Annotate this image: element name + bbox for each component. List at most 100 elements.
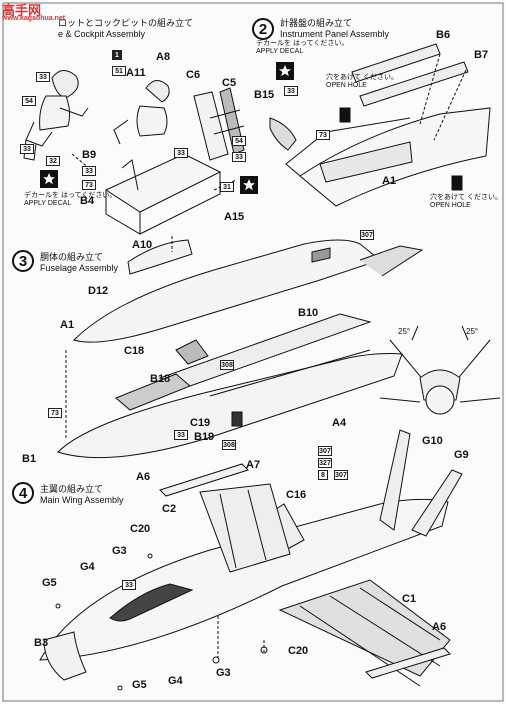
color-code-33-h: 33: [122, 580, 136, 590]
pilot-figure-drawing: [23, 70, 89, 161]
open-hole-en-2: OPEN HOLE: [430, 202, 471, 209]
canopy-part-drawing: [127, 239, 193, 275]
part-label-b19: B19: [194, 431, 215, 443]
color-code-307-b: 307: [318, 446, 332, 456]
part-label-a10: A10: [132, 239, 153, 251]
step-1-title-jp: ロットとコックピットの組み立て: [58, 18, 194, 28]
part-label-b15: B15: [254, 89, 275, 101]
part-label-a1-mid: A1: [60, 319, 75, 331]
apply-decal-jp-1: デカールを はってください。: [24, 192, 117, 199]
step-1-heading: ロットとコックピットの組み立て e & Cockpit Assembly: [58, 18, 193, 40]
front-view-jet-drawing: [379, 325, 501, 415]
apply-decal-icon-3: [276, 62, 294, 80]
color-code-308-a: 308: [220, 360, 234, 370]
part-label-g5-bottom: G5: [132, 679, 147, 691]
cockpit-tub-drawing: [104, 153, 222, 235]
step-4-title-jp: 主翼の組み立て: [40, 484, 104, 494]
step-2-title-jp: 計器盤の組み立て: [280, 18, 353, 28]
open-hole-note-1: 穴をあけて ください。 OPEN HOLE: [326, 74, 398, 90]
color-code-33-c: 33: [232, 152, 246, 162]
part-label-b10: B10: [298, 307, 319, 319]
side-view-fuselage-drawing: [115, 313, 372, 411]
seated-pilot-drawing: [113, 80, 170, 145]
angle-left: 25°: [398, 327, 411, 336]
color-code-54-b: 54: [232, 136, 246, 146]
step-2-heading: 計器盤の組み立て Instrument Panel Assembly: [280, 18, 389, 40]
part-label-c20-top: C20: [130, 523, 151, 535]
apply-decal-note-1: デカールを はってください。 APPLY DECAL: [24, 192, 116, 208]
upper-fuselage-drawing: [73, 239, 424, 343]
color-code-308-b: 308: [222, 440, 236, 450]
wing-panel-drawing: [278, 579, 451, 687]
color-code-54-a: 54: [22, 96, 36, 106]
step-3-title-jp: 胴体の組み立て: [40, 252, 104, 262]
step-1-title-en: e & Cockpit Assembly: [58, 29, 146, 39]
part-label-a15: A15: [224, 211, 245, 223]
step-4-number: 4: [12, 482, 34, 504]
part-label-g3-top: G3: [112, 545, 127, 557]
part-label-c16: C16: [286, 489, 307, 501]
part-label-c20-bottom: C20: [288, 645, 309, 657]
missile-drawing: [159, 463, 451, 679]
open-hole-en-1: OPEN HOLE: [326, 82, 367, 89]
open-hole-jp-1: 穴をあけて ください。: [326, 74, 398, 81]
apply-decal-note-2: デカールを はってください。 APPLY DECAL: [256, 40, 348, 56]
step-2-number: 2: [252, 18, 274, 40]
part-label-a8: A8: [156, 51, 171, 63]
part-label-c19: C19: [190, 417, 211, 429]
color-code-73-b: 73: [316, 130, 330, 140]
apply-decal-icon-2: [240, 176, 258, 194]
part-label-a6-left: A6: [136, 471, 151, 483]
part-label-b3: B3: [34, 637, 49, 649]
part-label-a7: A7: [246, 459, 261, 471]
step-3-title-en: Fuselage Assembly: [40, 263, 119, 273]
part-label-g5-top: G5: [42, 577, 57, 589]
open-hole-jp-2: 穴をあけて ください。: [430, 194, 502, 201]
part-label-d12: D12: [88, 285, 109, 297]
step-2-title-en: Instrument Panel Assembly: [280, 29, 390, 39]
color-code-33-b: 33: [20, 144, 34, 154]
angle-right: 25°: [466, 327, 479, 336]
part-label-a4: A4: [332, 417, 347, 429]
color-code-307-a: 307: [360, 230, 374, 240]
watermark-logo-text: 高手网: [2, 3, 42, 18]
color-code-327: 327: [318, 458, 332, 468]
color-code-33-a: 33: [36, 72, 50, 82]
part-label-a1-top: A1: [382, 175, 397, 187]
open-hole-note-2: 穴をあけて ください。 OPEN HOLE: [430, 194, 502, 210]
part-label-c2: C2: [162, 503, 177, 515]
flap-panel-drawing: [199, 483, 291, 573]
step-3-number: 3: [12, 250, 34, 272]
color-code-8: 8: [318, 470, 328, 480]
part-label-b18: B18: [150, 373, 171, 385]
vertical-tails-drawing: [379, 429, 463, 537]
color-code-33-g: 33: [174, 430, 188, 440]
watermark-url: www.kagaohua.net: [2, 15, 66, 22]
part-label-c1: C1: [402, 593, 417, 605]
color-code-33-f: 33: [284, 86, 298, 96]
part-label-b6: B6: [436, 29, 451, 41]
color-code-1: 1: [112, 50, 122, 60]
part-label-g4-bottom: G4: [168, 675, 183, 687]
color-code-73-c: 73: [48, 408, 62, 418]
color-code-51: 51: [112, 66, 126, 76]
color-code-307-c: 307: [334, 470, 348, 480]
part-label-a6-right: A6: [432, 621, 447, 633]
step-4-heading: 主翼の組み立て Main Wing Assembly: [40, 484, 124, 506]
apply-decal-en-1: APPLY DECAL: [24, 200, 72, 207]
color-code-31: 31: [220, 182, 234, 192]
part-label-b1: B1: [22, 453, 37, 465]
color-code-32: 32: [46, 156, 60, 166]
part-label-a11: A11: [126, 67, 146, 79]
step-3-heading: 胴体の組み立て Fuselage Assembly: [40, 252, 118, 274]
part-label-g10: G10: [422, 435, 443, 447]
apply-decal-en-2: APPLY DECAL: [256, 48, 304, 55]
lower-fuselage-drawing: [57, 339, 403, 459]
ejection-seat-drawing: [193, 87, 245, 161]
color-code-73-a: 73: [82, 180, 96, 190]
step-4-title-en: Main Wing Assembly: [40, 495, 124, 505]
part-label-g9: G9: [454, 449, 469, 461]
apply-decal-jp-2: デカールを はってください。: [256, 40, 349, 47]
part-label-b9: B9: [82, 149, 97, 161]
